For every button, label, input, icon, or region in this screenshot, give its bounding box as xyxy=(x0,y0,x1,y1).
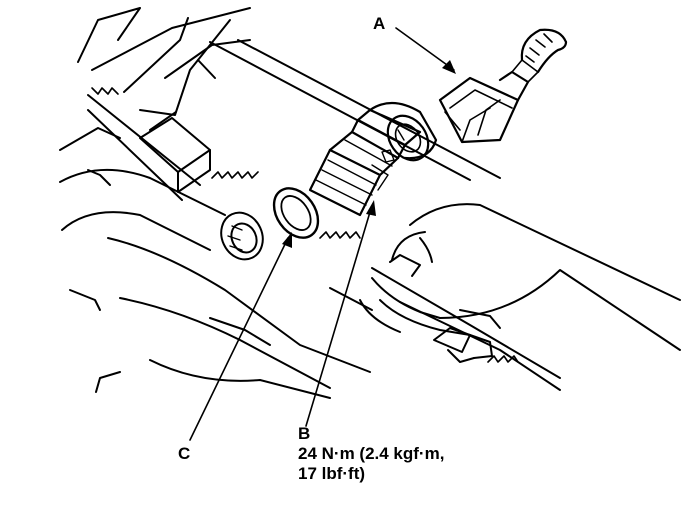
sensor-part-b xyxy=(308,101,438,217)
leader-lines xyxy=(189,27,456,441)
torque-spec-line-2: 17 lbf·ft) xyxy=(298,464,366,483)
leader-line-c xyxy=(189,237,289,441)
connector-part-a xyxy=(438,28,568,144)
callout-label-a: A xyxy=(373,14,386,33)
torque-spec: 24 N·m (2.4 kgf·m, 17 lbf·ft) xyxy=(298,444,444,484)
leader-line-b xyxy=(305,211,371,427)
engine-block xyxy=(59,7,561,399)
callout-label-c: C xyxy=(178,444,191,463)
torque-spec-line-1: 24 N·m (2.4 kgf·m, xyxy=(298,444,445,463)
callout-label-b: B xyxy=(298,424,311,443)
leader-line-a xyxy=(395,27,455,71)
coolant-hose xyxy=(359,203,681,363)
washer-part-c xyxy=(272,187,320,239)
